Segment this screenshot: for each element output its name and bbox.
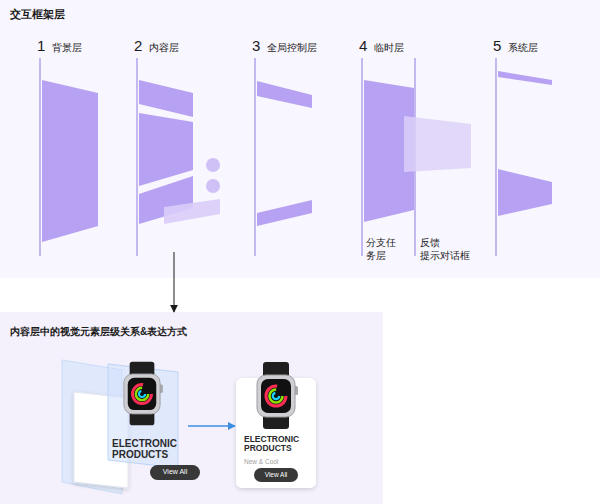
panel-title: 交互框架层 <box>10 8 210 22</box>
control-plane <box>257 200 312 226</box>
layer-axis <box>496 58 497 256</box>
arrow-stem <box>174 252 175 278</box>
content-detail-panel-shape <box>0 312 383 504</box>
layer-note: 反馈 提示对话框 <box>420 236 482 262</box>
content-detail-panel: 内容层中的视觉元素层级关系&表达方式 ELECTRONIC PRODUCTS Vie… <box>0 312 383 504</box>
background-plane <box>42 80 98 242</box>
view-all-button-shape <box>150 465 200 480</box>
framework-panel: 交互框架层 <box>0 0 600 278</box>
layer-note: 分支任 务层 <box>366 236 406 262</box>
layer-name: 全局控制层 <box>267 41 317 54</box>
layer-number: 1 <box>37 36 45 56</box>
button-text: View All <box>265 471 288 479</box>
layer-axis <box>137 58 138 256</box>
panel-title: 内容层中的视觉元素层级关系&表达方式 <box>10 326 330 339</box>
layer-name: 背景层 <box>52 41 82 54</box>
label-anchor: 背景层 <box>52 41 82 54</box>
layer-name: 临时层 <box>374 41 404 54</box>
view-all-button-shape <box>254 468 298 482</box>
layer-name: 系统层 <box>508 41 538 54</box>
content-plane-light <box>164 199 220 224</box>
system-plane <box>498 169 552 216</box>
product-card: ELECTRONIC PRODUCTS New & CoolView All <box>236 378 316 488</box>
layer-axis <box>40 58 41 256</box>
transform-arrow <box>188 425 235 427</box>
content-dot <box>206 179 220 193</box>
layer-name: 内容层 <box>149 41 179 54</box>
product-title: ELECTRONIC PRODUCTS <box>244 435 310 454</box>
layer-columns <box>40 58 552 278</box>
button-text: View All <box>163 468 187 477</box>
layer-number: 2 <box>134 36 142 56</box>
label-anchor: 反馈 提示对话框 <box>420 236 482 262</box>
content-dot <box>206 158 220 172</box>
content-plane <box>139 80 193 117</box>
content-plane <box>139 113 193 186</box>
label-anchor: 4 <box>359 36 367 56</box>
product-title: ELECTRONIC PRODUCTS <box>112 438 186 460</box>
label-anchor: 5 <box>493 36 501 56</box>
label-anchor: 3 <box>252 36 260 56</box>
flow-arrow <box>174 278 175 312</box>
layer-axis <box>255 58 256 256</box>
watch-picture <box>124 362 163 426</box>
view-all-button: View All <box>150 465 200 480</box>
layer-axis <box>362 58 363 256</box>
product-subtitle: New & Cool <box>244 458 310 466</box>
framework-panel-shape <box>0 0 600 278</box>
layered-card: ELECTRONIC PRODUCTS View All <box>60 356 188 494</box>
label-anchor: 临时层 <box>374 41 404 54</box>
system-plane <box>498 71 552 85</box>
layer-number: 3 <box>252 36 260 56</box>
label-anchor: 内容层 <box>149 41 179 54</box>
watch-picture <box>257 362 298 429</box>
layer-number: 4 <box>359 36 367 56</box>
label-anchor: 1 <box>37 36 45 56</box>
label-anchor: 全局控制层 <box>267 41 317 54</box>
label-anchor: 2 <box>134 36 142 56</box>
label-anchor: 分支任 务层 <box>366 236 406 262</box>
layer-number: 5 <box>493 36 501 56</box>
dialog-plane <box>404 116 471 172</box>
view-all-button: View All <box>254 468 298 482</box>
label-anchor: 系统层 <box>508 41 538 54</box>
control-plane <box>257 81 312 108</box>
